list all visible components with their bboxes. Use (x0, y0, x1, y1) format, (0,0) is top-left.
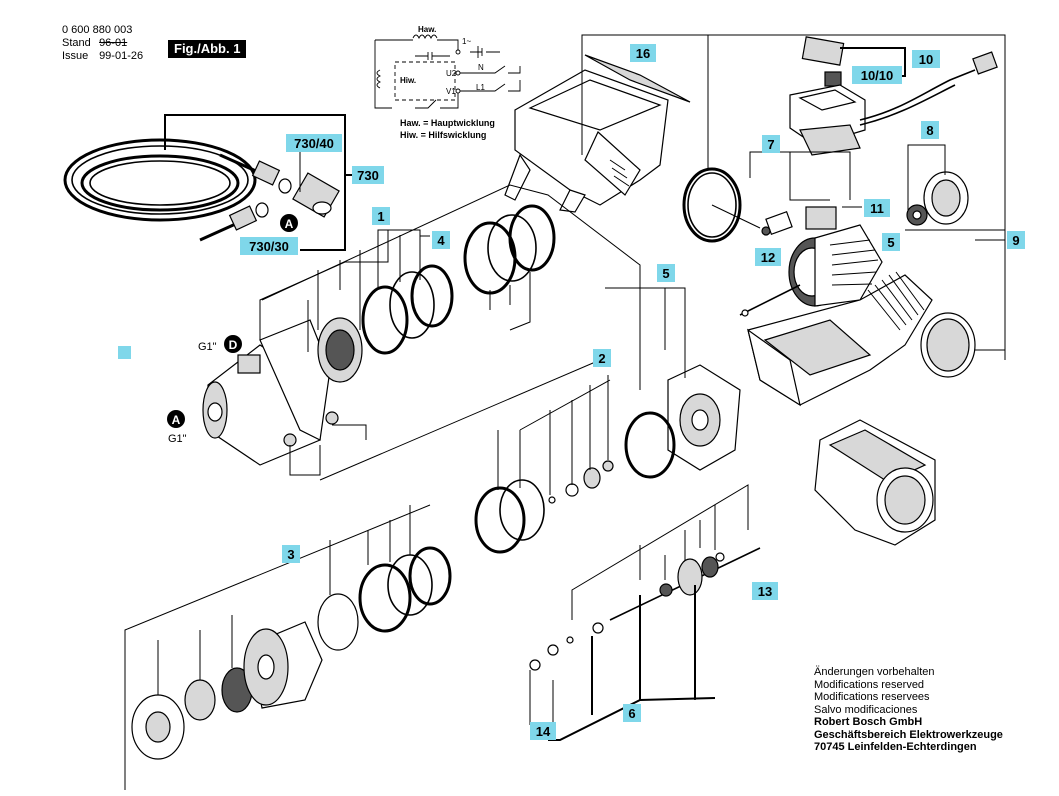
issue-row: Issue 99-01-26 (62, 50, 143, 63)
circuit-terminal-n: N (478, 63, 484, 72)
leader-730 (164, 114, 346, 251)
svg-text:3: 3 (287, 547, 294, 562)
callout-3: 3 (282, 545, 300, 563)
callout-10: 10 (912, 50, 940, 68)
footer-notice: Änderungen vorbehalten Modifications res… (814, 666, 1003, 754)
svg-text:2: 2 (598, 351, 605, 366)
circuit-terminal-v1: V1 (446, 87, 456, 96)
leader-frame-right (581, 34, 1006, 360)
footer-line-es: Salvo modificaciones (814, 703, 918, 716)
issue-label: Issue (62, 50, 89, 62)
svg-text:13: 13 (758, 584, 772, 599)
svg-text:6: 6 (628, 706, 635, 721)
svg-text:4: 4 (437, 233, 445, 248)
figure-title: Fig./Abb. 1 (168, 40, 247, 58)
base-housing (814, 419, 936, 546)
part-number: 0 600 880 003 (62, 24, 133, 36)
connector-d-badge: D (224, 335, 242, 353)
rotor-shaft-13 (529, 547, 761, 671)
end-cap-right (920, 312, 976, 378)
callout-16: 16 (630, 44, 656, 62)
svg-text:7: 7 (767, 137, 774, 152)
svg-text:5: 5 (887, 235, 894, 250)
g1-top-label: G1" (198, 341, 217, 353)
callout-730-40: 730/40 (286, 134, 342, 152)
callout-730: 730 (352, 166, 384, 184)
callout-14: 14 (530, 722, 556, 740)
circuit-terminal-1: 1~ (462, 37, 471, 46)
svg-text:730/30: 730/30 (249, 239, 289, 254)
svg-text:730/40: 730/40 (294, 136, 334, 151)
callout-8: 8 (921, 121, 939, 139)
footer-address: 70745 Leinfelden-Echterdingen (814, 741, 977, 753)
footer-line-de: Änderungen vorbehalten (814, 666, 935, 678)
footer-division: Geschäftsbereich Elektrowerkzeuge (814, 728, 1003, 741)
circuit-hiw-label: Hiw. (400, 76, 416, 85)
svg-text:1: 1 (377, 209, 384, 224)
connector-a-badge: A (167, 410, 185, 428)
callout-5a: 5 (882, 233, 900, 251)
footer-line-fr: Modifications reservees (814, 691, 930, 703)
callout-1: 1 (372, 207, 390, 225)
pump-cover-16 (504, 54, 691, 213)
pump-stage-group-3 (131, 546, 452, 760)
flange-plate-5 (624, 364, 741, 479)
seal-ring-large (682, 167, 761, 243)
callout-13: 13 (752, 582, 778, 600)
svg-text:14: 14 (536, 724, 551, 739)
connector-a2-badge: A (280, 214, 298, 232)
switch-assembly-10 (789, 36, 998, 156)
svg-text:5: 5 (662, 266, 669, 281)
svg-text:9: 9 (1012, 233, 1019, 248)
motor-assembly (739, 206, 883, 317)
seal-group-2 (474, 460, 614, 554)
connector-a-label: A (172, 413, 181, 427)
hose-assembly (63, 138, 340, 242)
svg-text:10/10: 10/10 (861, 68, 894, 83)
impeller-group (317, 204, 556, 383)
circuit-diagram: Haw. Hiw. 1~ U2 N V1 L1 (374, 25, 521, 109)
circuit-haw-label: Haw. (418, 25, 436, 34)
marker-square (118, 346, 131, 359)
issue-date: 99-01-26 (99, 50, 144, 62)
circuit-legend: Haw. = Hauptwicklung Hiw. = Hilfswicklun… (400, 117, 495, 141)
footer-line-en: Modifications reserved (814, 678, 925, 691)
callout-5b: 5 (657, 264, 675, 282)
callout-7: 7 (762, 135, 780, 153)
legend-line-haw: Haw. = Hauptwicklung (400, 118, 495, 128)
svg-text:8: 8 (926, 123, 933, 138)
document-header: 0 600 880 003 Stand 96-01 Issue 99-01-26 (62, 24, 143, 63)
svg-text:11: 11 (870, 201, 884, 216)
pump-body (202, 319, 339, 466)
callout-6: 6 (623, 704, 641, 722)
callout-9: 9 (1007, 231, 1025, 249)
legend-line-hiw: Hiw. = Hilfswicklung (400, 130, 487, 140)
connector-d-label: D (229, 338, 238, 352)
callout-10-10: 10/10 (852, 66, 902, 84)
fan-8 (906, 171, 969, 226)
svg-text:12: 12 (761, 250, 775, 265)
stand-date: 96-01 (99, 37, 128, 49)
callout-11: 11 (864, 199, 890, 217)
stand-label: Stand (62, 37, 91, 49)
svg-text:730: 730 (357, 168, 379, 183)
callout-730-30: 730/30 (240, 237, 298, 255)
footer-company: Robert Bosch GmbH (814, 716, 923, 728)
motor-housing (747, 271, 933, 407)
callout-2: 2 (593, 349, 611, 367)
circuit-terminal-u2: U2 (446, 69, 457, 78)
circuit-terminal-l1: L1 (476, 83, 485, 92)
svg-text:16: 16 (636, 46, 650, 61)
g1-bottom-label: G1" (168, 433, 187, 445)
stand-row: Stand 96-01 (62, 37, 143, 50)
callout-4: 4 (432, 231, 450, 249)
callout-12: 12 (755, 248, 781, 266)
connector-a2-label: A (285, 217, 294, 231)
svg-text:10: 10 (919, 52, 933, 67)
